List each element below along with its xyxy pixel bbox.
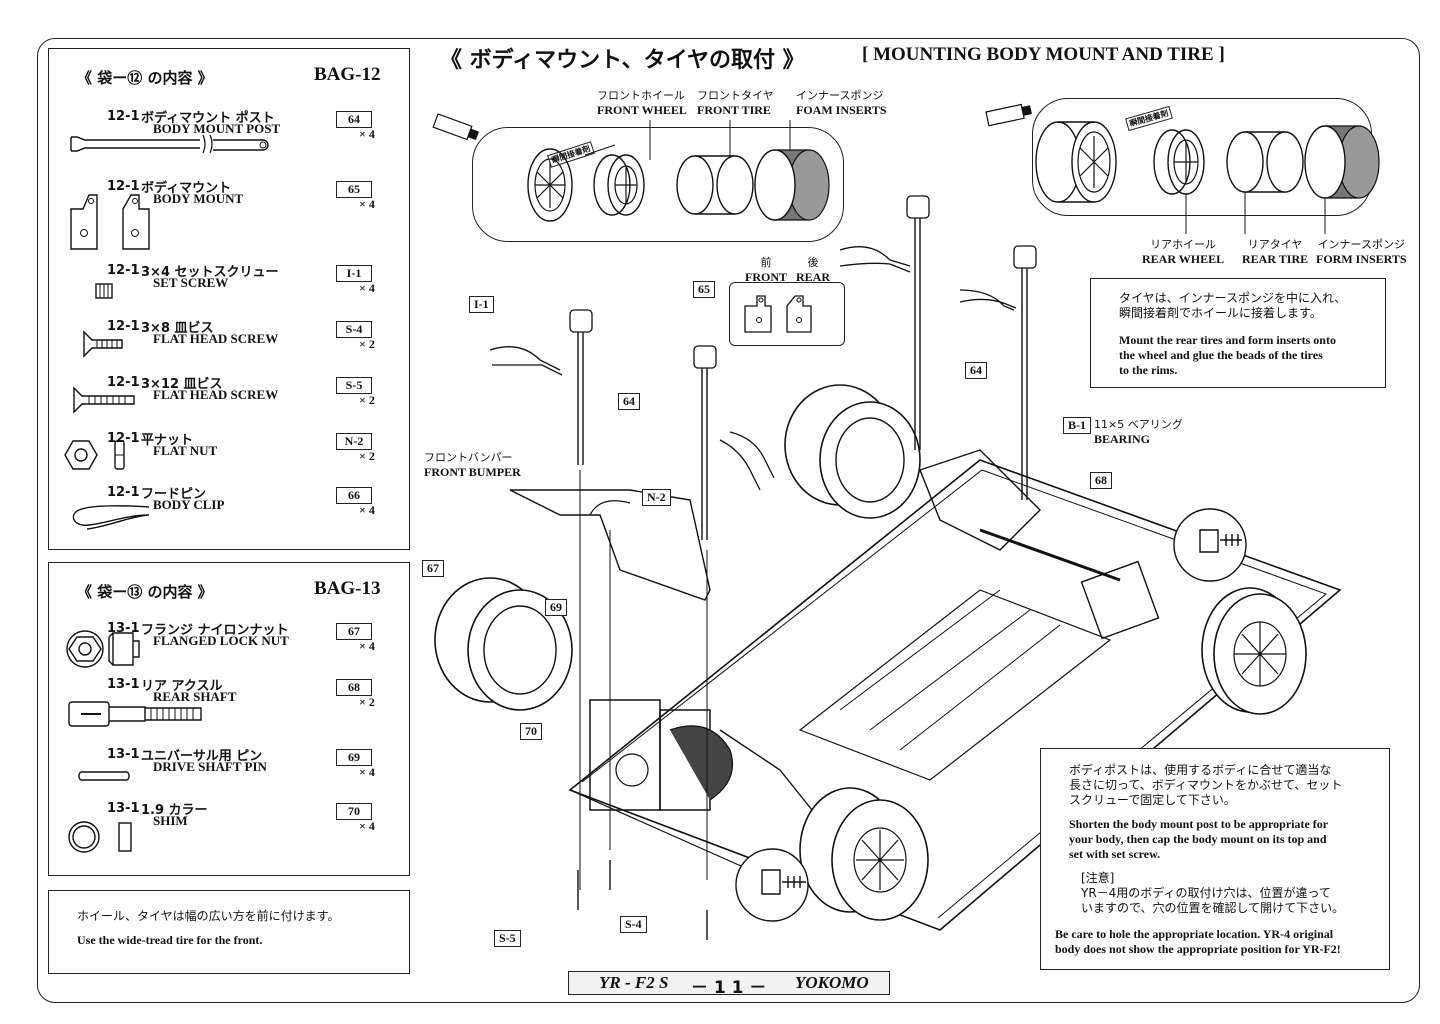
callout-pin: 69: [545, 599, 567, 616]
rear-shaft-icon: [68, 701, 202, 727]
rear-wheel-assembly-drawing: [985, 103, 1380, 234]
wide-tread-note-en: Use the wide-tread tire for the front.: [77, 933, 263, 947]
flat-head-screw-icon: [83, 330, 123, 358]
post-note-caution-en-2: body does not show the appropriate posit…: [1055, 942, 1341, 956]
post-note-caution-jp-1: YR－4用のボディの取付け穴は、位置が違って: [1081, 886, 1331, 900]
body-mount-icon: [70, 194, 150, 250]
set-screw-icon: [95, 283, 113, 299]
callout-flat-nut: N-2: [642, 489, 671, 506]
bag12-item-flat-head-screw-long: 12-1 3×12 皿ビス FLAT HEAD SCREW S-5 × 2: [49, 369, 409, 425]
page-title-jp: 《 ボディマウント、タイヤの取付 》: [440, 48, 805, 73]
bag13-heading: 《 袋ー⑬ の内容 》: [77, 583, 213, 601]
pin-icon: [78, 771, 130, 781]
front-wheel-assembly-drawing: [432, 113, 830, 222]
callout-flat-head-screw-s4: S-4: [620, 916, 647, 933]
callout-bearing: B-1: [1063, 417, 1091, 434]
bag12-item-body-clip: 12-1 フードピン BODY CLIP 66 × 4: [49, 479, 409, 535]
post-note-jp-1: ボディポストは、使用するボディに合せて適当な: [1069, 763, 1332, 777]
post-icon: [70, 134, 269, 154]
mount-orientation-drawing: [744, 295, 812, 333]
post-note-en-1: Shorten the body mount post to be approp…: [1069, 817, 1329, 831]
flat-nut-icon: [64, 440, 125, 470]
callout-post-rear: 64: [965, 362, 987, 379]
callout-rear-shaft: 68: [1090, 472, 1112, 489]
bag13-item-shim: 13-1 1.9 カラー SHIM 70 × 4: [49, 795, 409, 853]
callout-lock-nut: 67: [422, 560, 444, 577]
callout-body-mount: 65: [693, 281, 715, 298]
bag12-item-flat-nut: 12-1 平ナット FLAT NUT N-2 × 2: [49, 425, 409, 481]
bag12-panel: 《 袋ー⑫ の内容 》 BAG-12 12-1 ボディマウント ポスト BODY…: [48, 48, 410, 550]
tire-note-en-3: to the rims.: [1119, 363, 1178, 377]
post-note-en-3: set with set screw.: [1069, 847, 1161, 861]
wide-tread-note: ホイール、タイヤは幅の広い方を前に付けます。 Use the wide-trea…: [48, 890, 410, 974]
tire-note-en-1: Mount the rear tires and form inserts on…: [1119, 333, 1336, 347]
bag12-code: BAG-12: [314, 64, 381, 85]
post-note-caution-jp-2: いますので、穴の位置を確認して開けて下さい。: [1081, 901, 1345, 915]
bag13-code: BAG-13: [314, 578, 381, 599]
bag12-item-body-mount: 12-1 ボディマウント BODY MOUNT 65 × 4: [49, 173, 409, 250]
post-note-jp-3: スクリューで固定して下さい。: [1069, 793, 1236, 807]
callout-set-screw: I-1: [469, 296, 494, 313]
footer-page-number: － 1 1 －: [691, 978, 767, 998]
bag13-item-pin: 13-1 ユニバーサル用 ピン DRIVE SHAFT PIN 69 × 4: [49, 741, 409, 797]
tire-note-jp-2: 瞬間接着剤でホイールに接着します。: [1119, 306, 1322, 320]
flat-head-screw-long-icon: [73, 386, 135, 414]
bag13-panel: 《 袋ー⑬ の内容 》 BAG-13 13-1 フランジ ナイロンナット FLA…: [48, 562, 410, 876]
page-title-en: [ MOUNTING BODY MOUNT AND TIRE ]: [862, 44, 1225, 65]
callout-shim: 70: [520, 723, 542, 740]
chassis-exploded-drawing: [434, 195, 1342, 940]
post-note-caution: [注意]: [1081, 871, 1115, 885]
front-wheel-detail: [472, 127, 844, 242]
bag12-item-flat-head-screw: 12-1 3×8 皿ビス FLAT HEAD SCREW S-4 × 2: [49, 313, 409, 369]
footer-brand: YOKOMO: [795, 973, 869, 992]
wide-tread-note-jp: ホイール、タイヤは幅の広い方を前に付けます。: [77, 909, 340, 923]
body-post-note: ボディポストは、使用するボディに合せて適当な 長さに切って、ボディマウントをかぶ…: [1040, 748, 1390, 970]
page-frame: [37, 38, 1420, 1003]
shim-icon: [68, 821, 132, 853]
footer-model: YR - F2 S: [599, 973, 669, 992]
callout-post-front: 64: [618, 393, 640, 410]
footer-bar: YR - F2 S － 1 1 － YOKOMO: [568, 971, 890, 998]
callout-flat-head-screw-s5: S-5: [494, 930, 521, 947]
bag13-item-lock-nut: 13-1 フランジ ナイロンナット FLANGED LOCK NUT 67 × …: [49, 615, 409, 671]
bag13-item-rear-shaft: 13-1 リア アクスル REAR SHAFT 68 × 2: [49, 671, 409, 727]
bag12-item-set-screw: 12-1 3×4 セットスクリュー SET SCREW I-1 × 4: [49, 257, 409, 313]
post-note-caution-en-1: Be care to hole the appropriate location…: [1055, 927, 1334, 941]
post-note-jp-2: 長さに切って、ボディマウントをかぶせて、セット: [1069, 778, 1343, 792]
tire-note-jp-1: タイヤは、インナースポンジを中に入れ、: [1119, 291, 1347, 305]
bag12-heading: 《 袋ー⑫ の内容 》: [77, 69, 213, 87]
tire-glue-note: タイヤは、インナースポンジを中に入れ、 瞬間接着剤でホイールに接着します。 Mo…: [1090, 278, 1386, 388]
bag12-item-post: 12-1 ボディマウント ポスト BODY MOUNT POST 64 × 4: [49, 103, 409, 159]
body-clip-icon: [72, 505, 150, 530]
tire-note-en-2: the wheel and glue the beads of the tire…: [1119, 348, 1323, 362]
lock-nut-icon: [66, 630, 140, 668]
post-note-en-2: your body, then cap the body mount on it…: [1069, 832, 1327, 846]
